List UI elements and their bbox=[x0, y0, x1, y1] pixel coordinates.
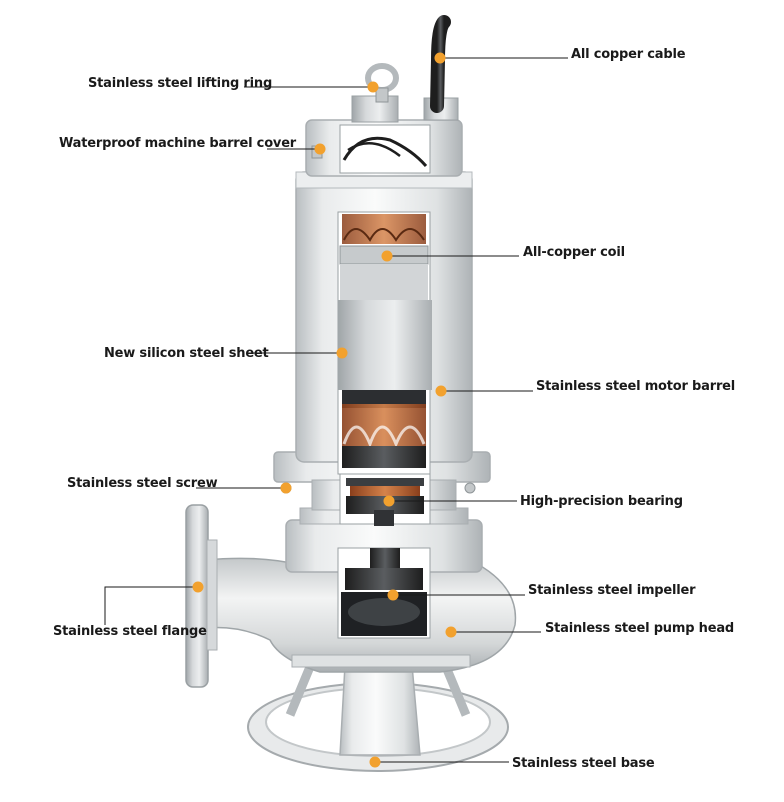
impeller-cutaway bbox=[337, 547, 431, 639]
top-cover bbox=[305, 95, 463, 177]
label-pump-head: Stainless steel pump head bbox=[545, 621, 734, 636]
dot-impeller bbox=[387, 589, 399, 601]
cable bbox=[430, 15, 451, 113]
flange bbox=[185, 504, 218, 688]
dot-flange bbox=[192, 581, 204, 593]
dot-lifting-ring bbox=[367, 81, 379, 93]
marker-dots bbox=[192, 52, 457, 768]
label-impeller: Stainless steel impeller bbox=[528, 583, 696, 598]
base-ring bbox=[247, 660, 509, 772]
label-base: Stainless steel base bbox=[512, 756, 655, 771]
dot-cable bbox=[434, 52, 446, 64]
dot-copper-coil bbox=[381, 250, 393, 262]
dot-silicon-sheet bbox=[336, 347, 348, 359]
dot-barrel-cover bbox=[314, 143, 326, 155]
leader-flange bbox=[104, 586, 198, 625]
dot-screw bbox=[280, 482, 292, 494]
dot-pump-head bbox=[445, 626, 457, 638]
label-bearing: High-precision bearing bbox=[520, 494, 683, 509]
dot-bearing bbox=[383, 495, 395, 507]
dot-base bbox=[369, 756, 381, 768]
lifting-ring bbox=[365, 63, 399, 103]
label-motor-barrel: Stainless steel motor barrel bbox=[536, 379, 736, 394]
label-silicon-sheet: New silicon steel sheet bbox=[104, 346, 269, 361]
leader-lines bbox=[104, 57, 568, 763]
label-barrel-cover: Waterproof machine barrel cover bbox=[59, 136, 297, 151]
dot-motor-barrel bbox=[435, 385, 447, 397]
label-flange: Stainless steel flange bbox=[53, 624, 207, 639]
label-screw: Stainless steel screw bbox=[67, 476, 218, 491]
label-cable: All copper cable bbox=[571, 47, 686, 62]
label-copper-coil: All-copper coil bbox=[523, 245, 625, 260]
label-lifting-ring: Stainless steel lifting ring bbox=[88, 76, 273, 91]
